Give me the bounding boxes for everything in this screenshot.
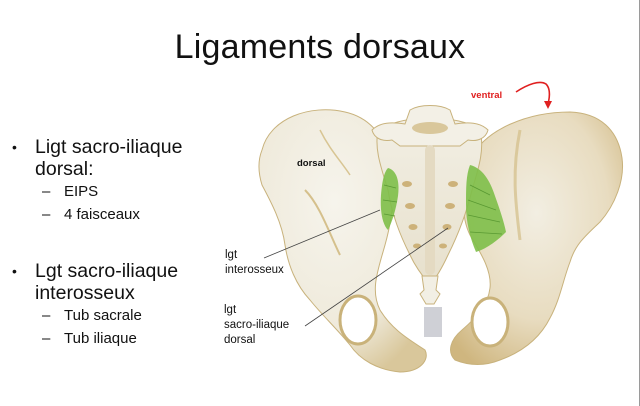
sub-item: – 4 faisceaux (12, 203, 242, 226)
sub-marker: – (42, 183, 51, 200)
sub-text: 4 faisceaux (64, 206, 140, 223)
coccyx (419, 275, 441, 305)
label-line: lgt (225, 249, 238, 261)
label-dorsal: dorsal (297, 158, 326, 169)
bullet-text-line: dorsal: (35, 158, 94, 180)
leader-line-dorsal-ligament (304, 227, 449, 327)
bullet-list: • Ligt sacro-iliaque dorsal: – EIPS – 4 … (12, 136, 242, 350)
bullet-text-line: Ligt sacro-iliaque (35, 136, 183, 158)
label-line: dorsal (224, 334, 256, 346)
ventral-arrow-icon (515, 81, 551, 105)
sacral-foramina (402, 181, 458, 249)
sub-marker: – (42, 330, 51, 347)
sub-text: Tub iliaque (64, 330, 137, 347)
pelvis-illustration (258, 81, 624, 373)
label-ventral: ventral (471, 90, 503, 101)
label-line: sacro-iliaque (224, 319, 290, 331)
sub-item: – Tub sacrale (12, 304, 242, 327)
label-interosseux: lgt interosseux (225, 248, 284, 278)
label-line: lgt (224, 304, 237, 316)
bullet-item: • Lgt sacro-iliaque interosseux (12, 260, 242, 304)
slide-title: Ligaments dorsaux (174, 28, 466, 66)
label-dorsal-ligament: lgt sacro-iliaque dorsal (224, 303, 289, 348)
label-line: interosseux (225, 264, 284, 276)
sub-text: Tub sacrale (64, 307, 142, 324)
bullet-marker: • (12, 139, 17, 155)
sub-item: – EIPS (12, 180, 242, 203)
sub-marker: – (42, 206, 51, 223)
sub-text: EIPS (64, 183, 99, 200)
bullet-text-line: interosseux (35, 282, 135, 304)
pubic-symphysis (424, 307, 442, 337)
sub-marker: – (42, 307, 51, 324)
sub-item: – Tub iliaque (12, 327, 242, 350)
bullet-text-line: Lgt sacro-iliaque (35, 260, 179, 282)
bullet-item: • Ligt sacro-iliaque dorsal: (12, 136, 242, 180)
leader-line-interosseux (263, 209, 381, 259)
bullet-marker: • (12, 263, 17, 279)
